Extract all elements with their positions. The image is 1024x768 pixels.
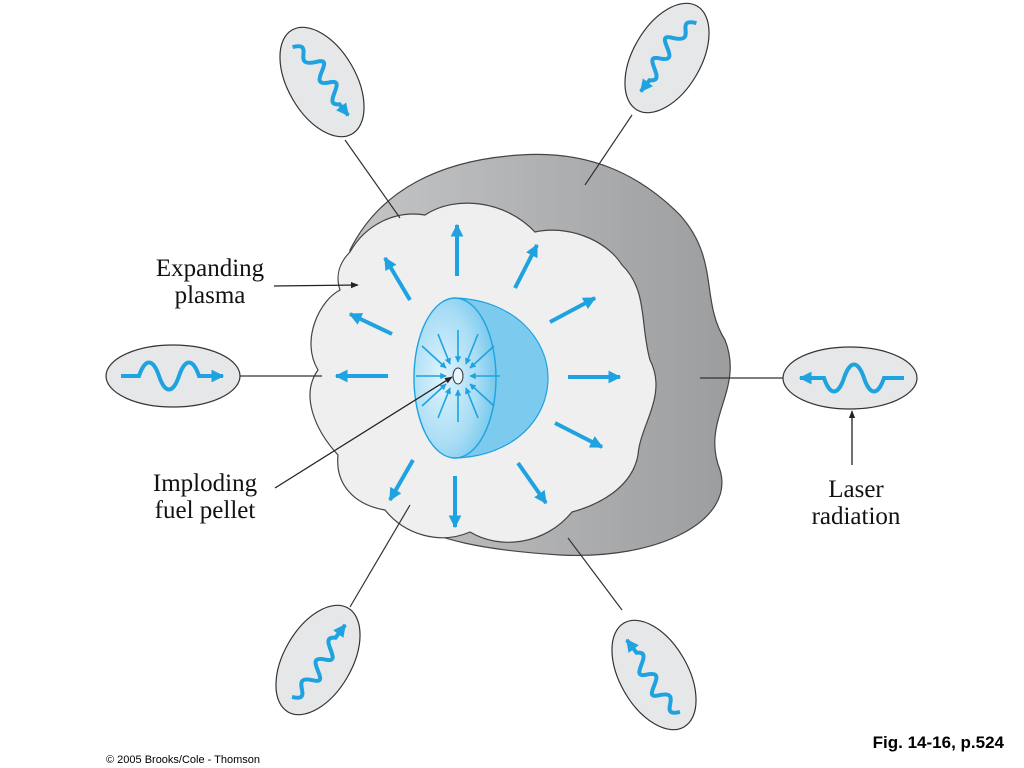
leader-plasma bbox=[273, 281, 359, 289]
label-line: radiation bbox=[811, 503, 901, 530]
label-line: plasma bbox=[174, 282, 246, 309]
label-laser-radiation: Laser radiation bbox=[796, 476, 916, 530]
wavy-arrow-icon bbox=[639, 20, 697, 93]
label-line: Expanding bbox=[155, 255, 265, 282]
label-line: Imploding bbox=[152, 470, 258, 497]
leader-pellet bbox=[274, 376, 453, 489]
laser-beam-left bbox=[105, 344, 241, 408]
laser-beam-top-right bbox=[624, 2, 710, 114]
figure-caption: Fig. 14-16, p.524 bbox=[872, 733, 1004, 752]
beam-lines bbox=[240, 114, 785, 611]
wavy-arrow-icon bbox=[291, 623, 347, 700]
label-line: fuel pellet bbox=[154, 497, 256, 524]
plasma-flow-arrows bbox=[334, 223, 622, 529]
label-expanding-plasma: Expanding plasma bbox=[140, 255, 280, 309]
fuel-pellet bbox=[413, 297, 549, 459]
wavy-arrow-icon bbox=[798, 362, 904, 394]
wavy-arrow-icon bbox=[121, 360, 225, 392]
copyright-notice: © 2005 Brooks/Cole - Thomson bbox=[106, 754, 261, 766]
laser-beam-bottom-left bbox=[275, 604, 361, 716]
laser-beam-right bbox=[782, 346, 918, 410]
label-imploding-fuel-pellet: Imploding fuel pellet bbox=[130, 470, 280, 524]
laser-beam-top-left bbox=[279, 26, 365, 138]
label-line: Laser bbox=[828, 476, 884, 503]
laser-beam-bottom-right bbox=[611, 619, 697, 731]
implosion-arrows bbox=[416, 330, 500, 422]
wavy-arrow-icon bbox=[292, 44, 350, 117]
wavy-arrow-icon bbox=[625, 638, 681, 715]
